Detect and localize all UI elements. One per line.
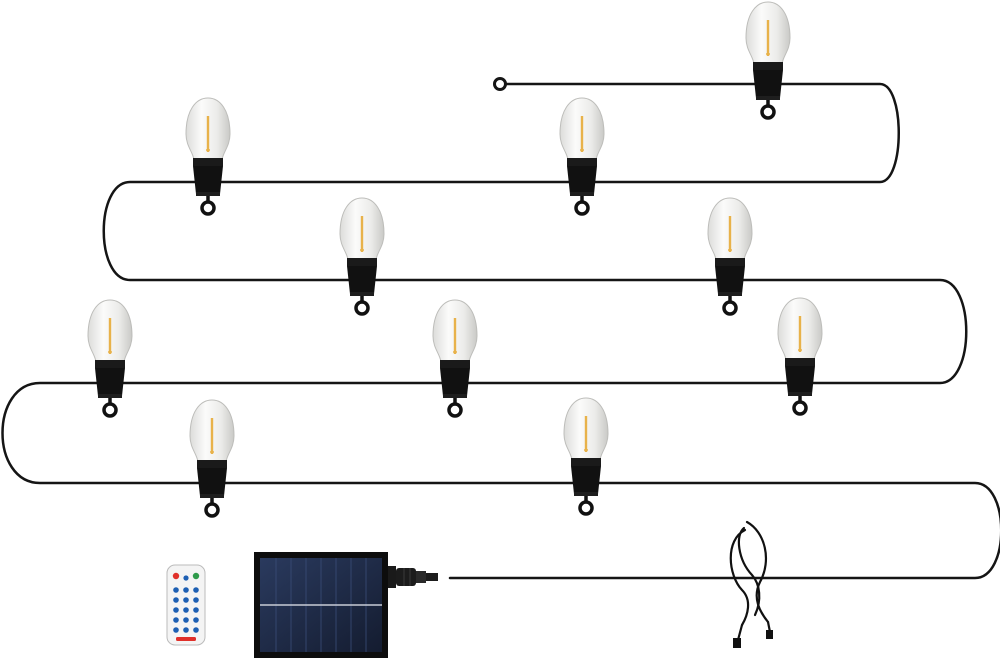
bulb-1 — [744, 0, 792, 120]
usb-cable-coil — [729, 520, 773, 648]
solar-panel — [254, 552, 396, 658]
cable-connector — [396, 568, 438, 586]
remote-control — [166, 564, 206, 646]
bulb-7 — [431, 298, 479, 418]
hanging-ring — [493, 77, 507, 91]
bulb-6 — [86, 298, 134, 418]
bulb-3 — [558, 96, 606, 216]
bulb-4 — [338, 196, 386, 316]
bulb-10 — [562, 396, 610, 516]
bulb-2 — [184, 96, 232, 216]
bulb-9 — [188, 398, 236, 518]
cable — [1, 82, 1000, 580]
bulb-8 — [776, 296, 824, 416]
bulb-5 — [706, 196, 754, 316]
